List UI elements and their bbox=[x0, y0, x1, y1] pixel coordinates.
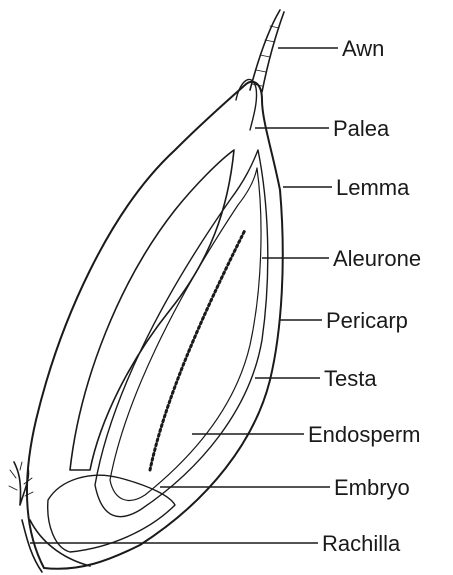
inner-cavity bbox=[70, 150, 234, 470]
label-pericarp: Pericarp bbox=[326, 308, 408, 333]
labels: Awn Palea Lemma Aleurone Pericarp Testa … bbox=[308, 36, 421, 556]
label-awn: Awn bbox=[342, 36, 384, 61]
husk-outline bbox=[27, 82, 283, 569]
label-rachilla: Rachilla bbox=[322, 531, 401, 556]
label-embryo: Embryo bbox=[334, 475, 410, 500]
label-aleurone: Aleurone bbox=[333, 246, 421, 271]
palea-tip bbox=[236, 79, 257, 130]
leader-lines bbox=[30, 48, 338, 543]
label-testa: Testa bbox=[324, 366, 377, 391]
label-lemma: Lemma bbox=[336, 175, 410, 200]
label-endosperm: Endosperm bbox=[308, 422, 421, 447]
label-palea: Palea bbox=[333, 116, 390, 141]
awn-shape bbox=[250, 10, 284, 92]
